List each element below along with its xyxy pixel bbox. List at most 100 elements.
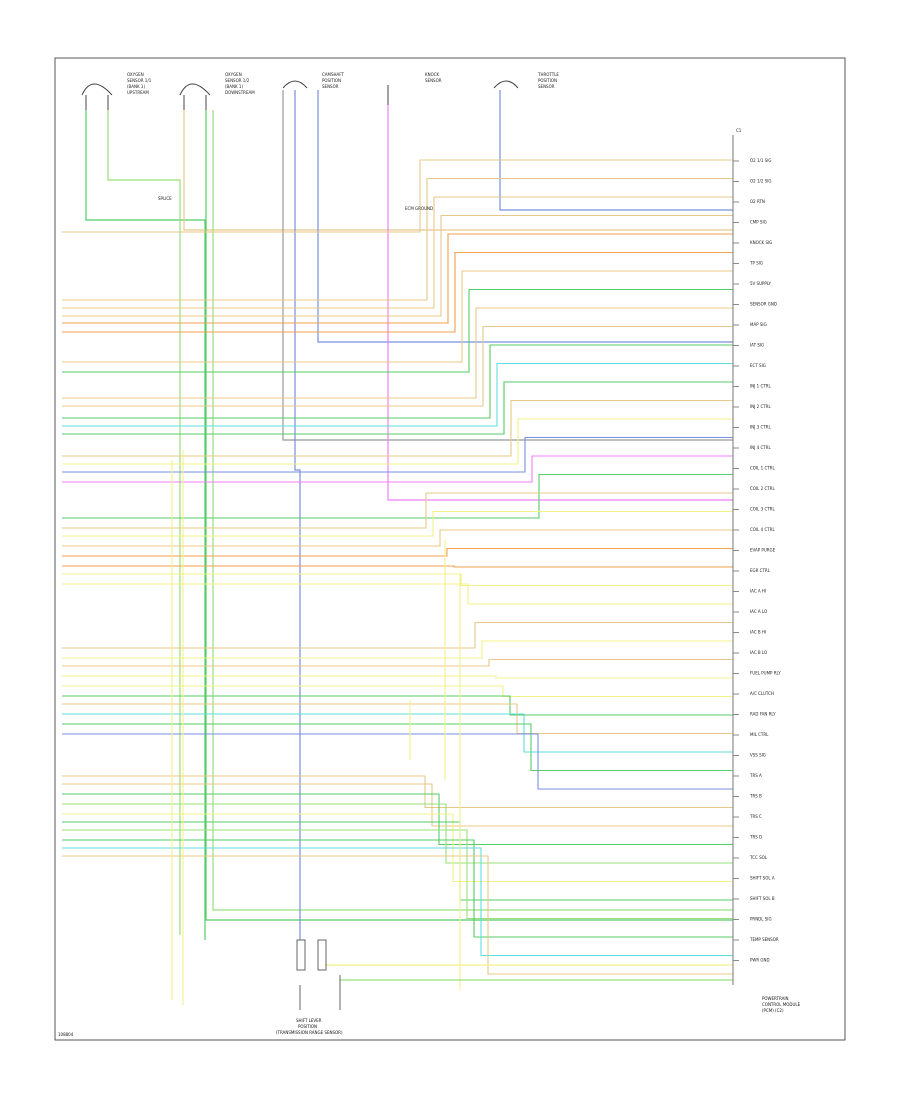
wire-run-25	[62, 621, 733, 649]
module-caption-1: POWERTRAIN	[762, 996, 789, 1001]
wire-run-3	[62, 214, 733, 317]
wire-run-29	[62, 685, 733, 698]
wire-run-33	[62, 723, 733, 772]
pin-label-14: INJ 4 CTRL	[750, 445, 771, 450]
wire-run-11	[62, 362, 733, 427]
pin-label-5: TP SIG	[749, 261, 763, 266]
wire-run-0	[62, 159, 733, 233]
pin-label-12: INJ 2 CTRL	[750, 404, 771, 409]
pin-label-18: COIL 4 CTRL	[750, 527, 775, 532]
o2-upstream-label-3: (BANK 1)	[127, 84, 145, 89]
pin-label-39: PWR GND	[750, 958, 770, 963]
wire-run-19	[62, 510, 733, 537]
pin-label-10: ECT SIG	[750, 363, 766, 368]
pin-label-24: IAC B LO	[750, 650, 767, 655]
wire-run-5	[62, 251, 733, 333]
diagram-frame	[54, 57, 846, 1041]
bottom-caption-2: POSITION	[298, 1024, 317, 1029]
wire-tps-1	[499, 90, 733, 211]
pin-label-17: COIL 3 CTRL	[750, 507, 775, 512]
o2-downstream-label-1: OXYGEN	[225, 72, 242, 77]
wire-run-27	[62, 658, 733, 667]
wire-o2-3	[183, 110, 733, 231]
pin-label-34: TCC SOL	[749, 855, 768, 860]
pin-label-23: IAC B HI	[750, 630, 766, 635]
wire-cmp-2	[294, 90, 301, 940]
wire-run-13	[62, 399, 733, 457]
page-code: 108804	[58, 1032, 74, 1037]
pin-label-22: IAC A LO	[750, 609, 767, 614]
wire-run-10	[62, 344, 733, 419]
pin-label-7: SENSOR GND	[750, 302, 777, 307]
pin-label-38: TEMP SENSOR	[749, 937, 779, 942]
wire-run-43	[62, 847, 733, 957]
o2-downstream-label-4: DOWNSTREAM	[225, 90, 255, 95]
o2-downstream-label-2: SENSOR 1/2	[225, 78, 250, 83]
wire-run-16	[62, 455, 733, 483]
wire-run-42	[62, 839, 733, 938]
oxygen-sensor-upstream-icon	[81, 83, 113, 110]
wire-run-26	[62, 640, 733, 659]
cmp-label-1: CAMSHAFT	[322, 72, 344, 77]
wire-knock	[387, 105, 733, 501]
wire-run-24	[62, 583, 733, 605]
pin-label-29: VSS SIG	[750, 753, 766, 758]
wire-run-41	[62, 829, 733, 920]
wire-harness	[62, 90, 733, 1005]
oxygen-sensor-downstream-icon	[179, 83, 211, 110]
wire-run-9	[62, 325, 733, 407]
wire-run-7	[62, 288, 733, 373]
wire-o2-2	[107, 110, 181, 935]
knock-label-1: KNOCK	[425, 72, 440, 77]
pin-label-15: COIL 1 CTRL	[750, 466, 775, 471]
wire-run-6	[62, 270, 733, 363]
pin-label-30: TRS A	[749, 773, 762, 778]
tps-label-1: THROTTLE	[537, 72, 559, 77]
pin-label-13: INJ 3 CTRL	[750, 425, 771, 430]
cmp-label-3: SENSOR	[322, 84, 339, 89]
wire-run-17	[62, 473, 733, 519]
pin-label-21: IAC A HI	[750, 589, 766, 594]
cmp-label-2: POSITION	[322, 78, 341, 83]
pin-label-8: MAP SIG	[750, 322, 767, 327]
tps-label-2: POSITION	[538, 78, 557, 83]
wire-run-31	[62, 703, 733, 735]
wire-run-36	[62, 783, 733, 827]
splice-label: SPLICE	[158, 196, 172, 201]
camshaft-position-sensor-icon	[282, 80, 308, 89]
pin-label-20: EGR CTRL	[750, 568, 771, 573]
throttle-position-sensor-icon	[493, 80, 519, 89]
pin-label-9: IAT SIG	[750, 343, 764, 348]
wire-run-12	[62, 381, 733, 435]
pin-label-35: SHIFT SOL A	[750, 876, 775, 881]
pin-label-32: TRS C	[749, 814, 762, 819]
o2-downstream-label-3: (BANK 1)	[225, 84, 243, 89]
pin-label-37: PRNDL SIG	[750, 917, 772, 922]
wire-o2-5	[212, 110, 733, 911]
connector-tag: C1	[736, 128, 742, 133]
pin-label-19: EVAP PURGE	[750, 548, 776, 553]
wire-run-21	[62, 547, 733, 557]
sensor-symbols	[81, 80, 519, 110]
pin-label-33: TRS D	[749, 835, 762, 840]
wire-run-38	[62, 803, 733, 864]
wire-o2-4	[205, 110, 733, 921]
wire-run-18	[62, 492, 733, 529]
module-caption-3: (PCM) (C2)	[762, 1008, 784, 1013]
wire-run-22	[62, 565, 733, 568]
knock-label-2: SENSOR	[425, 78, 442, 83]
wire-run-44	[62, 855, 733, 975]
pin-label-2: O2 RTN	[750, 199, 765, 204]
wire-run-15	[62, 436, 733, 473]
wire-run-32	[62, 713, 733, 753]
pin-label-3: CMP SIG	[750, 220, 767, 225]
pin-label-27: RAD FAN RLY	[750, 712, 776, 717]
wire-cmp-1	[282, 90, 733, 441]
module-caption-2: CONTROL MODULE	[762, 1002, 801, 1007]
wire-run-4	[62, 233, 733, 324]
bottom-caption-1: SHIFT LEVER	[296, 1018, 322, 1023]
wire-cmp-3	[317, 90, 733, 343]
wire-run-20	[62, 529, 733, 547]
